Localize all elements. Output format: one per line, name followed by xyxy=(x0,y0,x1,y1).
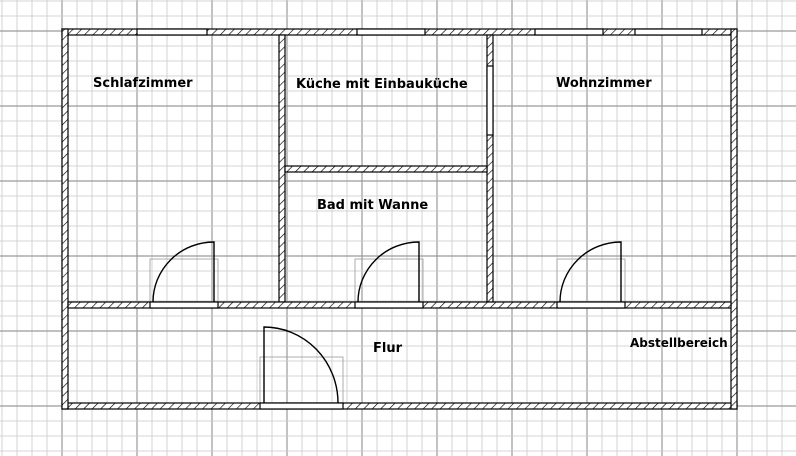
wall-right xyxy=(730,28,738,410)
room-label-schlafzimmer: Schlafzimmer xyxy=(93,76,193,91)
door-entrance[interactable] xyxy=(259,326,344,410)
window-kueche xyxy=(356,28,426,36)
room-label-bad: Bad mit Wanne xyxy=(317,198,428,213)
door-bad[interactable] xyxy=(354,241,424,309)
window-wohnzimmer-1 xyxy=(534,28,604,36)
door-wohnzimmer[interactable] xyxy=(556,241,626,309)
wall-bottom xyxy=(61,402,738,410)
room-label-flur: Flur xyxy=(373,341,403,356)
wall-kueche-bad xyxy=(284,165,488,173)
window-schlafzimmer xyxy=(136,28,208,36)
window-kueche-side xyxy=(486,65,494,136)
room-label-wohnzimmer: Wohnzimmer xyxy=(556,76,652,91)
windows xyxy=(136,28,703,136)
wall-left xyxy=(61,28,69,410)
wall-schlaf-kueche xyxy=(278,34,286,303)
room-label-abstellbereich: Abstellbereich xyxy=(630,336,728,350)
room-label-kueche: Küche mit Einbauküche xyxy=(296,77,468,92)
door-schlafzimmer[interactable] xyxy=(149,241,219,309)
window-wohnzimmer-2 xyxy=(634,28,703,36)
